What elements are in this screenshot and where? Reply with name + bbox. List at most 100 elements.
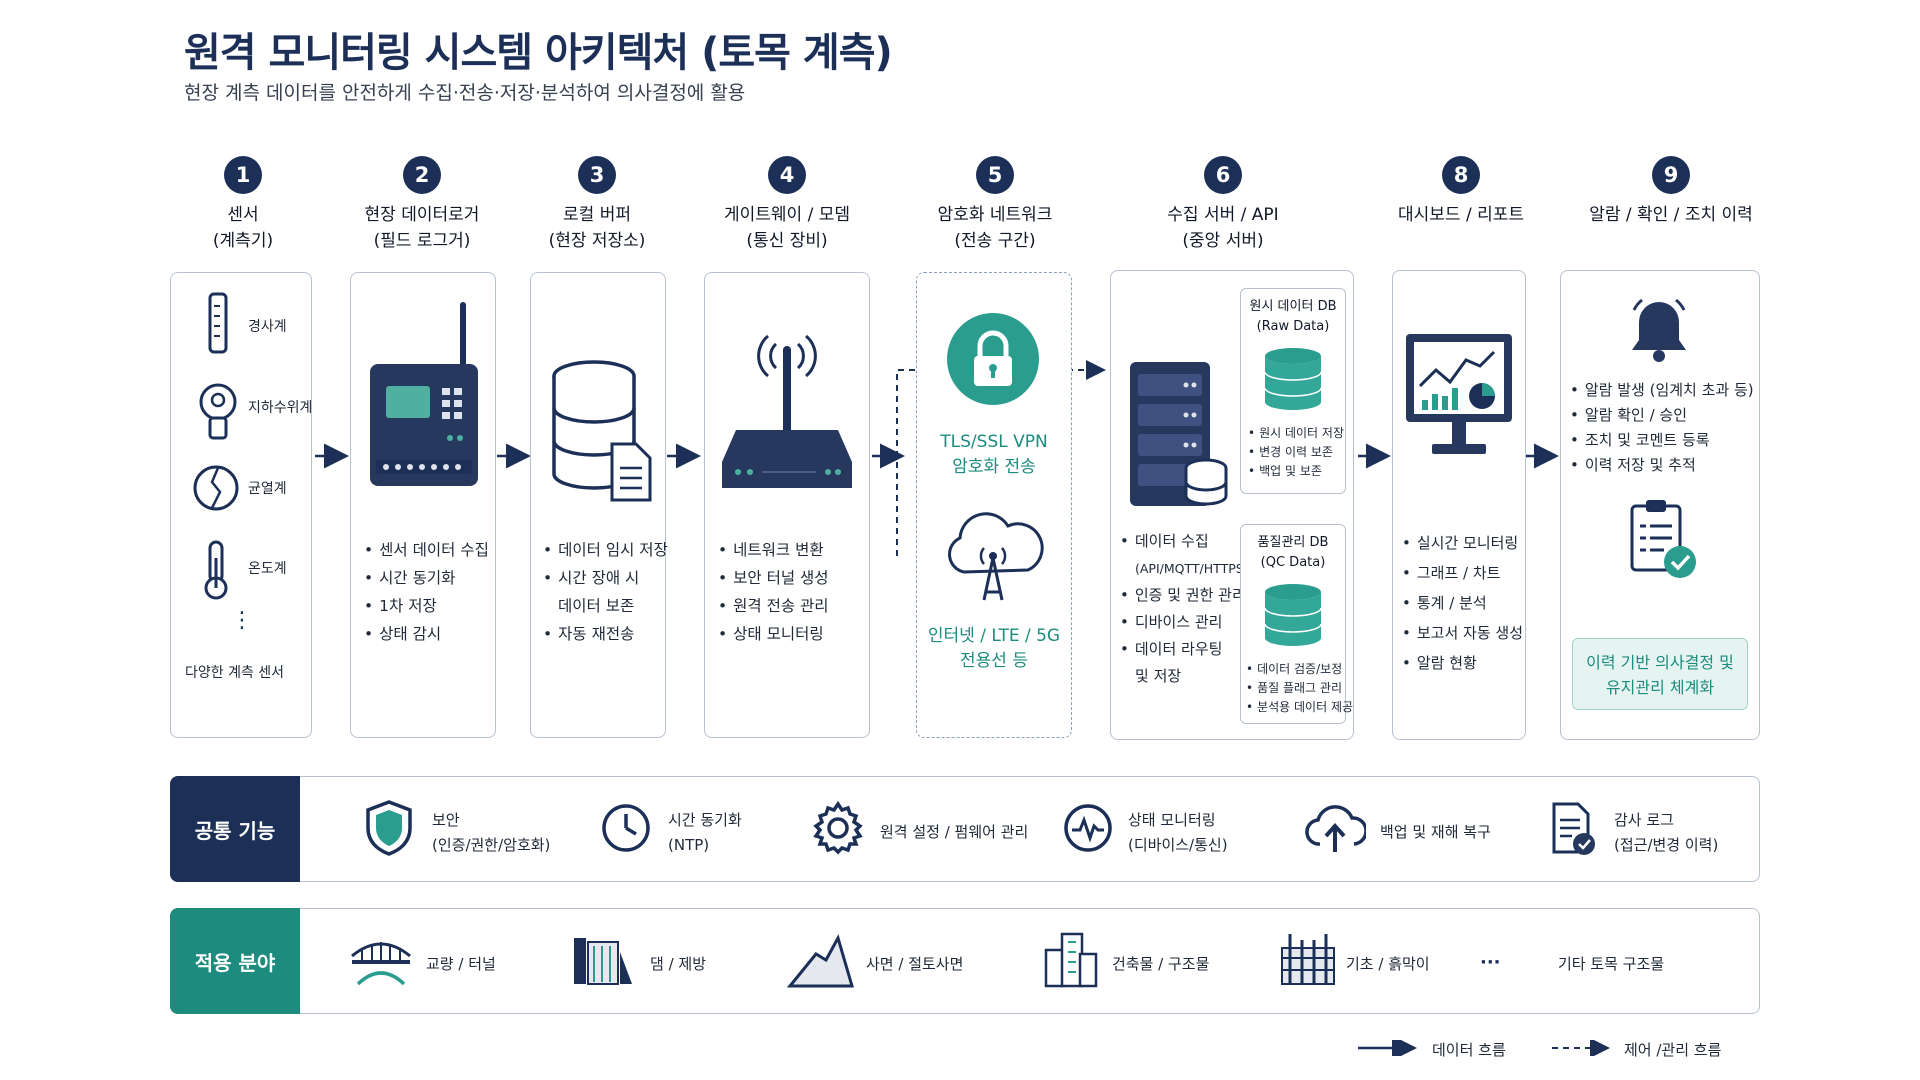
- sensor-label: 경사계: [248, 319, 287, 335]
- step-title: 현장 데이터로거: [364, 205, 480, 225]
- application-fields-label: 적용 분야: [170, 908, 300, 1014]
- common-item-time-sync: 시간 동기화 (NTP): [668, 808, 742, 858]
- bullet-item: 네트워크 변환: [718, 536, 829, 564]
- buffer-card: [530, 272, 666, 738]
- step-number: 8: [1442, 156, 1480, 194]
- bullet-item: 알람 확인 / 승인: [1570, 403, 1754, 428]
- common-item-backup: 백업 및 재해 복구: [1380, 820, 1491, 845]
- gateway-bullets: 네트워크 변환 보안 터널 생성 원격 전송 관리 상태 모니터링: [718, 536, 829, 648]
- bell-icon: [1632, 298, 1686, 362]
- common-functions-band: [170, 776, 1760, 882]
- common-item-line-1: 원격 설정 / 펌웨어 관리: [880, 823, 1029, 841]
- datalogger-icon: [370, 302, 478, 486]
- legend-solid-arrow-icon: [1358, 1040, 1417, 1056]
- common-item-security: 보안 (인증/권한/암호화): [432, 808, 550, 858]
- step-number: 2: [403, 156, 441, 194]
- bullet-item: 인증 및 권한 관리: [1120, 582, 1249, 609]
- step-title: 대시보드 / 리포트: [1397, 205, 1524, 225]
- sensor-label: 지하수위계: [248, 400, 313, 416]
- router-icon: [722, 334, 852, 488]
- piezometer-icon: [199, 383, 237, 440]
- step-header-1: 1 센서 (계측기): [148, 156, 338, 254]
- legend-data-flow: 데이터 흐름: [1432, 1041, 1506, 1059]
- bullet-item: 데이터 검증/보정: [1246, 660, 1353, 679]
- sensor-card: [170, 272, 312, 738]
- bullet-item: 디바이스 관리: [1120, 609, 1249, 636]
- qc-db-icon: [1264, 584, 1322, 646]
- buffer-bullets: 데이터 임시 저장 시간 장애 시 데이터 보존 자동 재전송: [543, 536, 668, 648]
- dashboard-bullets: 실시간 모니터링 그래프 / 차트 통계 / 분석 보고서 자동 생성 알람 현…: [1402, 528, 1523, 678]
- step-subtitle: (계측기): [212, 231, 274, 251]
- crackmeter-icon: [193, 465, 239, 511]
- sensor-footer: 다양한 계측 센서: [185, 665, 285, 681]
- legend-dashed-arrow-icon: [1552, 1040, 1610, 1056]
- pulse-icon: [1064, 804, 1112, 852]
- foundation-icon: [1281, 934, 1335, 985]
- common-item-line-1: 백업 및 재해 복구: [1380, 823, 1491, 841]
- step-header-9: 9 알람 / 확인 / 조치 이력: [1566, 156, 1776, 228]
- common-item-line-1: 상태 모니터링: [1128, 811, 1216, 829]
- bullet-item: 실시간 모니터링: [1402, 528, 1523, 558]
- app-item-other: 기타 토목 구조물: [1558, 955, 1665, 973]
- bullet-item: 분석용 데이터 제공: [1246, 698, 1353, 717]
- common-item-line-2: (접근/변경 이력): [1614, 836, 1719, 854]
- lock-icon: [947, 313, 1039, 405]
- bullet-item: 알람 발생 (임계치 초과 등): [1570, 378, 1754, 403]
- qc-db-bullets: 데이터 검증/보정 품질 플래그 관리 분석용 데이터 제공: [1246, 660, 1353, 717]
- alarm-bullets: 알람 발생 (임계치 초과 등) 알람 확인 / 승인 조치 및 코멘트 등록 …: [1570, 378, 1754, 478]
- step-header-2: 2 현장 데이터로거 (필드 로그거): [327, 156, 517, 254]
- page-title: 원격 모니터링 시스템 아키텍처 (토목 계측): [184, 30, 893, 76]
- step-header-3: 3 로컬 버퍼 (현장 저장소): [502, 156, 692, 254]
- app-item-bridge-tunnel: 교량 / 터널: [426, 955, 496, 973]
- step-number: 4: [768, 156, 806, 194]
- internet-line-1: 인터넷 / LTE / 5G: [927, 626, 1061, 646]
- application-fields-band: [170, 908, 1760, 1014]
- step-title: 센서: [227, 205, 259, 225]
- bullet-item: 자동 재전송: [543, 620, 668, 648]
- step-header-8: 8 대시보드 / 리포트: [1366, 156, 1556, 228]
- raw-db-subtitle: (Raw Data): [1256, 319, 1330, 334]
- server-rack-icon: [1130, 362, 1228, 506]
- step-subtitle: (통신 장비): [746, 231, 828, 251]
- bullet-item: 통계 / 분석: [1402, 588, 1523, 618]
- slope-icon: [786, 934, 854, 988]
- thermometer-icon: [204, 540, 228, 600]
- sensor-label: 온도계: [248, 561, 287, 577]
- internet-line-2: 전용선 등: [960, 651, 1028, 671]
- app-item-slope: 사면 / 절토사면: [866, 955, 964, 973]
- step-header-6: 6 수집 서버 / API (중앙 서버): [1128, 156, 1318, 254]
- common-functions-label: 공통 기능: [170, 776, 300, 882]
- vpn-line-2: 암호화 전송: [952, 457, 1036, 477]
- bullet-item: 변경 이력 보존: [1248, 443, 1344, 462]
- common-item-remote-config: 원격 설정 / 펌웨어 관리: [880, 820, 1028, 845]
- app-item-building: 건축물 / 구조물: [1112, 955, 1210, 973]
- vpn-label: TLS/SSL VPN 암호화 전송: [916, 430, 1072, 480]
- internet-label: 인터넷 / LTE / 5G 전용선 등: [916, 624, 1072, 674]
- step-number: 9: [1652, 156, 1690, 194]
- bullet-item: 데이터 보존: [558, 597, 635, 615]
- common-item-status-monitoring: 상태 모니터링 (디바이스/통신): [1128, 808, 1228, 858]
- bullet-item: (API/MQTT/HTTPS): [1135, 561, 1249, 576]
- step-title: 알람 / 확인 / 조치 이력: [1589, 205, 1753, 225]
- common-item-audit-log: 감사 로그 (접근/변경 이력): [1614, 808, 1718, 858]
- bullet-item: 그래프 / 차트: [1402, 558, 1523, 588]
- sensor-label: 균열계: [248, 481, 287, 497]
- bullet-item: 원시 데이터 저장: [1248, 424, 1344, 443]
- step-number: 6: [1204, 156, 1242, 194]
- datalogger-bullets: 센서 데이터 수집 시간 동기화 1차 저장 상태 감시: [364, 536, 489, 648]
- bullet-item: 상태 감시: [364, 620, 489, 648]
- ellipsis-icon: ···: [1480, 952, 1501, 973]
- common-item-line-2: (디바이스/통신): [1128, 836, 1228, 854]
- bullet-item: 1차 저장: [364, 592, 489, 620]
- monitor-chart-icon: [1406, 334, 1512, 454]
- bullet-item: 보고서 자동 생성: [1402, 618, 1523, 648]
- decision-line-1: 이력 기반 의사결정 및: [1586, 653, 1734, 672]
- audit-log-icon: [1552, 802, 1595, 855]
- bullet-item: 데이터 수집: [1120, 528, 1249, 555]
- bullet-item: 알람 현황: [1402, 648, 1523, 678]
- bullet-item: 및 저장: [1135, 667, 1182, 685]
- bridge-icon: [351, 942, 411, 986]
- common-item-line-2: (인증/권한/암호화): [432, 836, 551, 854]
- qc-db-title: 품질관리 DB: [1257, 535, 1329, 550]
- step-subtitle: (전송 구간): [954, 231, 1036, 251]
